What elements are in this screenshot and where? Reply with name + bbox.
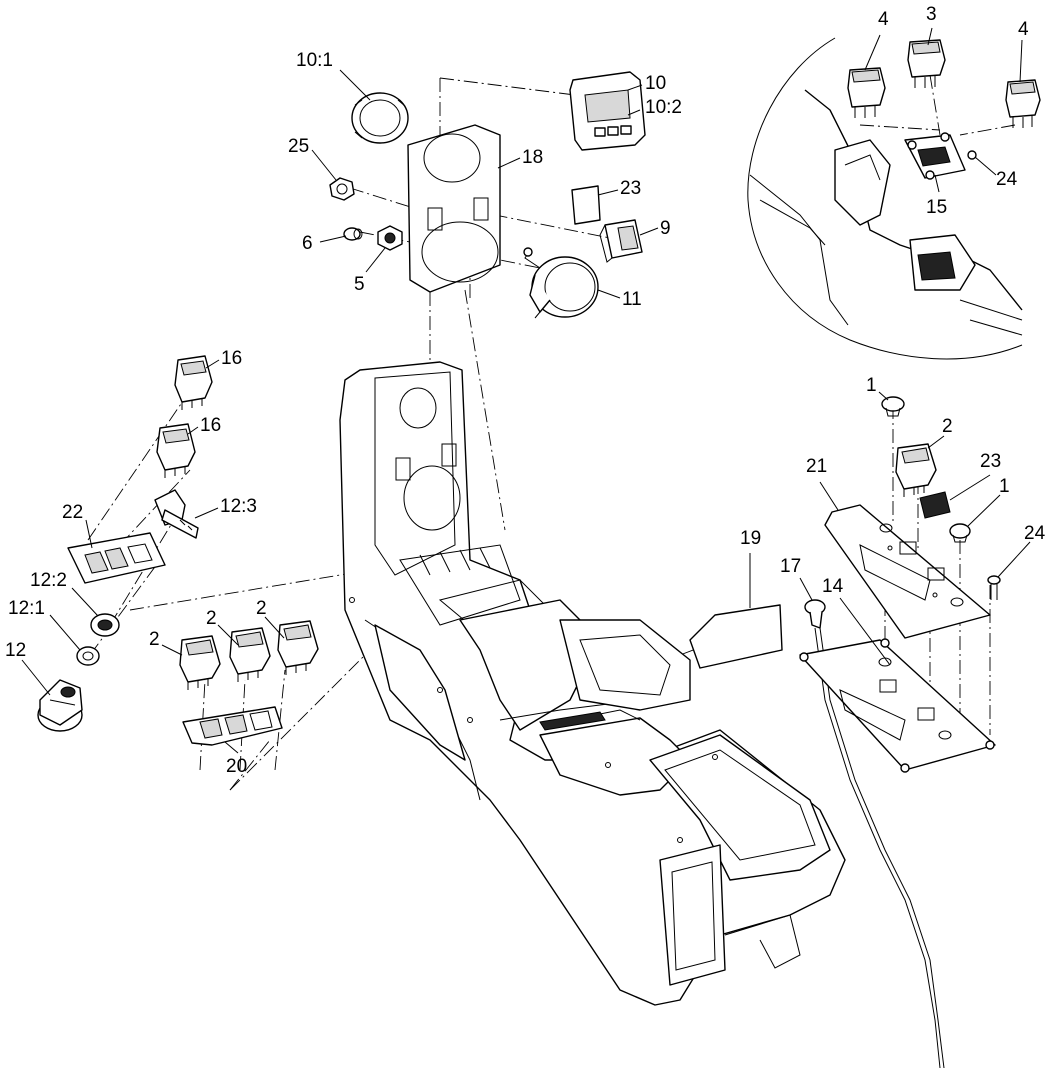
inset-switch-right — [1005, 79, 1041, 128]
label-24-top: 24 — [996, 169, 1018, 190]
label-12-1: 12:1 — [8, 598, 45, 619]
label-19: 19 — [740, 528, 761, 549]
callout-labels: 10:1 10 10:2 25 18 23 6 5 9 11 4 3 4 24 … — [5, 4, 1046, 777]
plug-1-right — [949, 523, 971, 543]
plate-14 — [799, 638, 996, 773]
switch-2-c — [277, 620, 319, 675]
label-4-left: 4 — [878, 9, 889, 30]
detail-inset — [747, 37, 1023, 360]
inset-switch-center — [907, 39, 946, 88]
plug-25 — [329, 177, 355, 201]
label-20: 20 — [226, 756, 247, 777]
label-17: 17 — [780, 556, 801, 577]
label-14: 14 — [822, 576, 844, 597]
label-16-a: 16 — [221, 348, 242, 369]
label-5: 5 — [354, 274, 365, 295]
label-16-b: 16 — [200, 415, 221, 436]
label-2-right: 2 — [942, 416, 953, 437]
label-10-2: 10:2 — [645, 97, 682, 118]
knob-17 — [804, 599, 945, 1069]
leader-lines — [21, 27, 1031, 754]
console-body — [339, 361, 846, 1006]
label-23-top: 23 — [620, 178, 641, 199]
label-22: 22 — [62, 502, 83, 523]
switch-2-a — [179, 635, 221, 690]
label-2-a: 2 — [149, 629, 160, 650]
label-10: 10 — [645, 73, 666, 94]
switch-plate-20 — [182, 706, 283, 746]
ignition-12 — [37, 679, 83, 732]
label-25: 25 — [288, 136, 309, 157]
display-10 — [569, 71, 646, 151]
label-1-top: 1 — [866, 375, 877, 396]
key-12-3 — [154, 489, 199, 539]
label-23-right — [919, 491, 951, 519]
label-plate-23 — [571, 185, 601, 225]
label-4-right: 4 — [1018, 19, 1029, 40]
label-15: 15 — [926, 197, 947, 218]
screw-24 — [987, 575, 1001, 600]
label-12-3: 12:3 — [220, 496, 257, 517]
mounting-panel-18 — [407, 124, 501, 293]
plug-1-top — [881, 396, 905, 417]
switch-bracket-15 — [904, 132, 977, 180]
label-21: 21 — [806, 456, 827, 477]
label-3: 3 — [926, 4, 937, 25]
rocker-switch-9 — [599, 219, 643, 263]
connector-6 — [343, 227, 363, 241]
gauge-ring-10-1 — [351, 92, 409, 144]
washer-12-1 — [76, 646, 100, 666]
nut-5 — [377, 225, 403, 251]
label-2-b: 2 — [206, 608, 217, 629]
label-10-1: 10:1 — [296, 50, 333, 71]
switch-16-lower — [156, 423, 196, 478]
bezel-12-2 — [90, 613, 120, 637]
label-11: 11 — [622, 289, 642, 310]
label-9: 9 — [660, 218, 671, 239]
switch-2-b — [229, 627, 271, 682]
switch-16-upper — [174, 355, 213, 410]
pad-19 — [689, 604, 783, 669]
switch-2-right — [895, 443, 937, 497]
label-2-c: 2 — [256, 598, 267, 619]
label-23-right: 23 — [980, 451, 1001, 472]
switch-plate-22 — [67, 532, 166, 584]
label-1-right: 1 — [999, 476, 1010, 497]
label-18: 18 — [522, 147, 543, 168]
plate-21 — [824, 504, 991, 639]
label-12: 12 — [5, 640, 26, 661]
gauge-11 — [523, 247, 599, 319]
label-12-2: 12:2 — [30, 570, 67, 591]
label-6: 6 — [302, 233, 313, 254]
inset-switch-left — [847, 67, 886, 118]
label-24-right: 24 — [1024, 523, 1046, 544]
